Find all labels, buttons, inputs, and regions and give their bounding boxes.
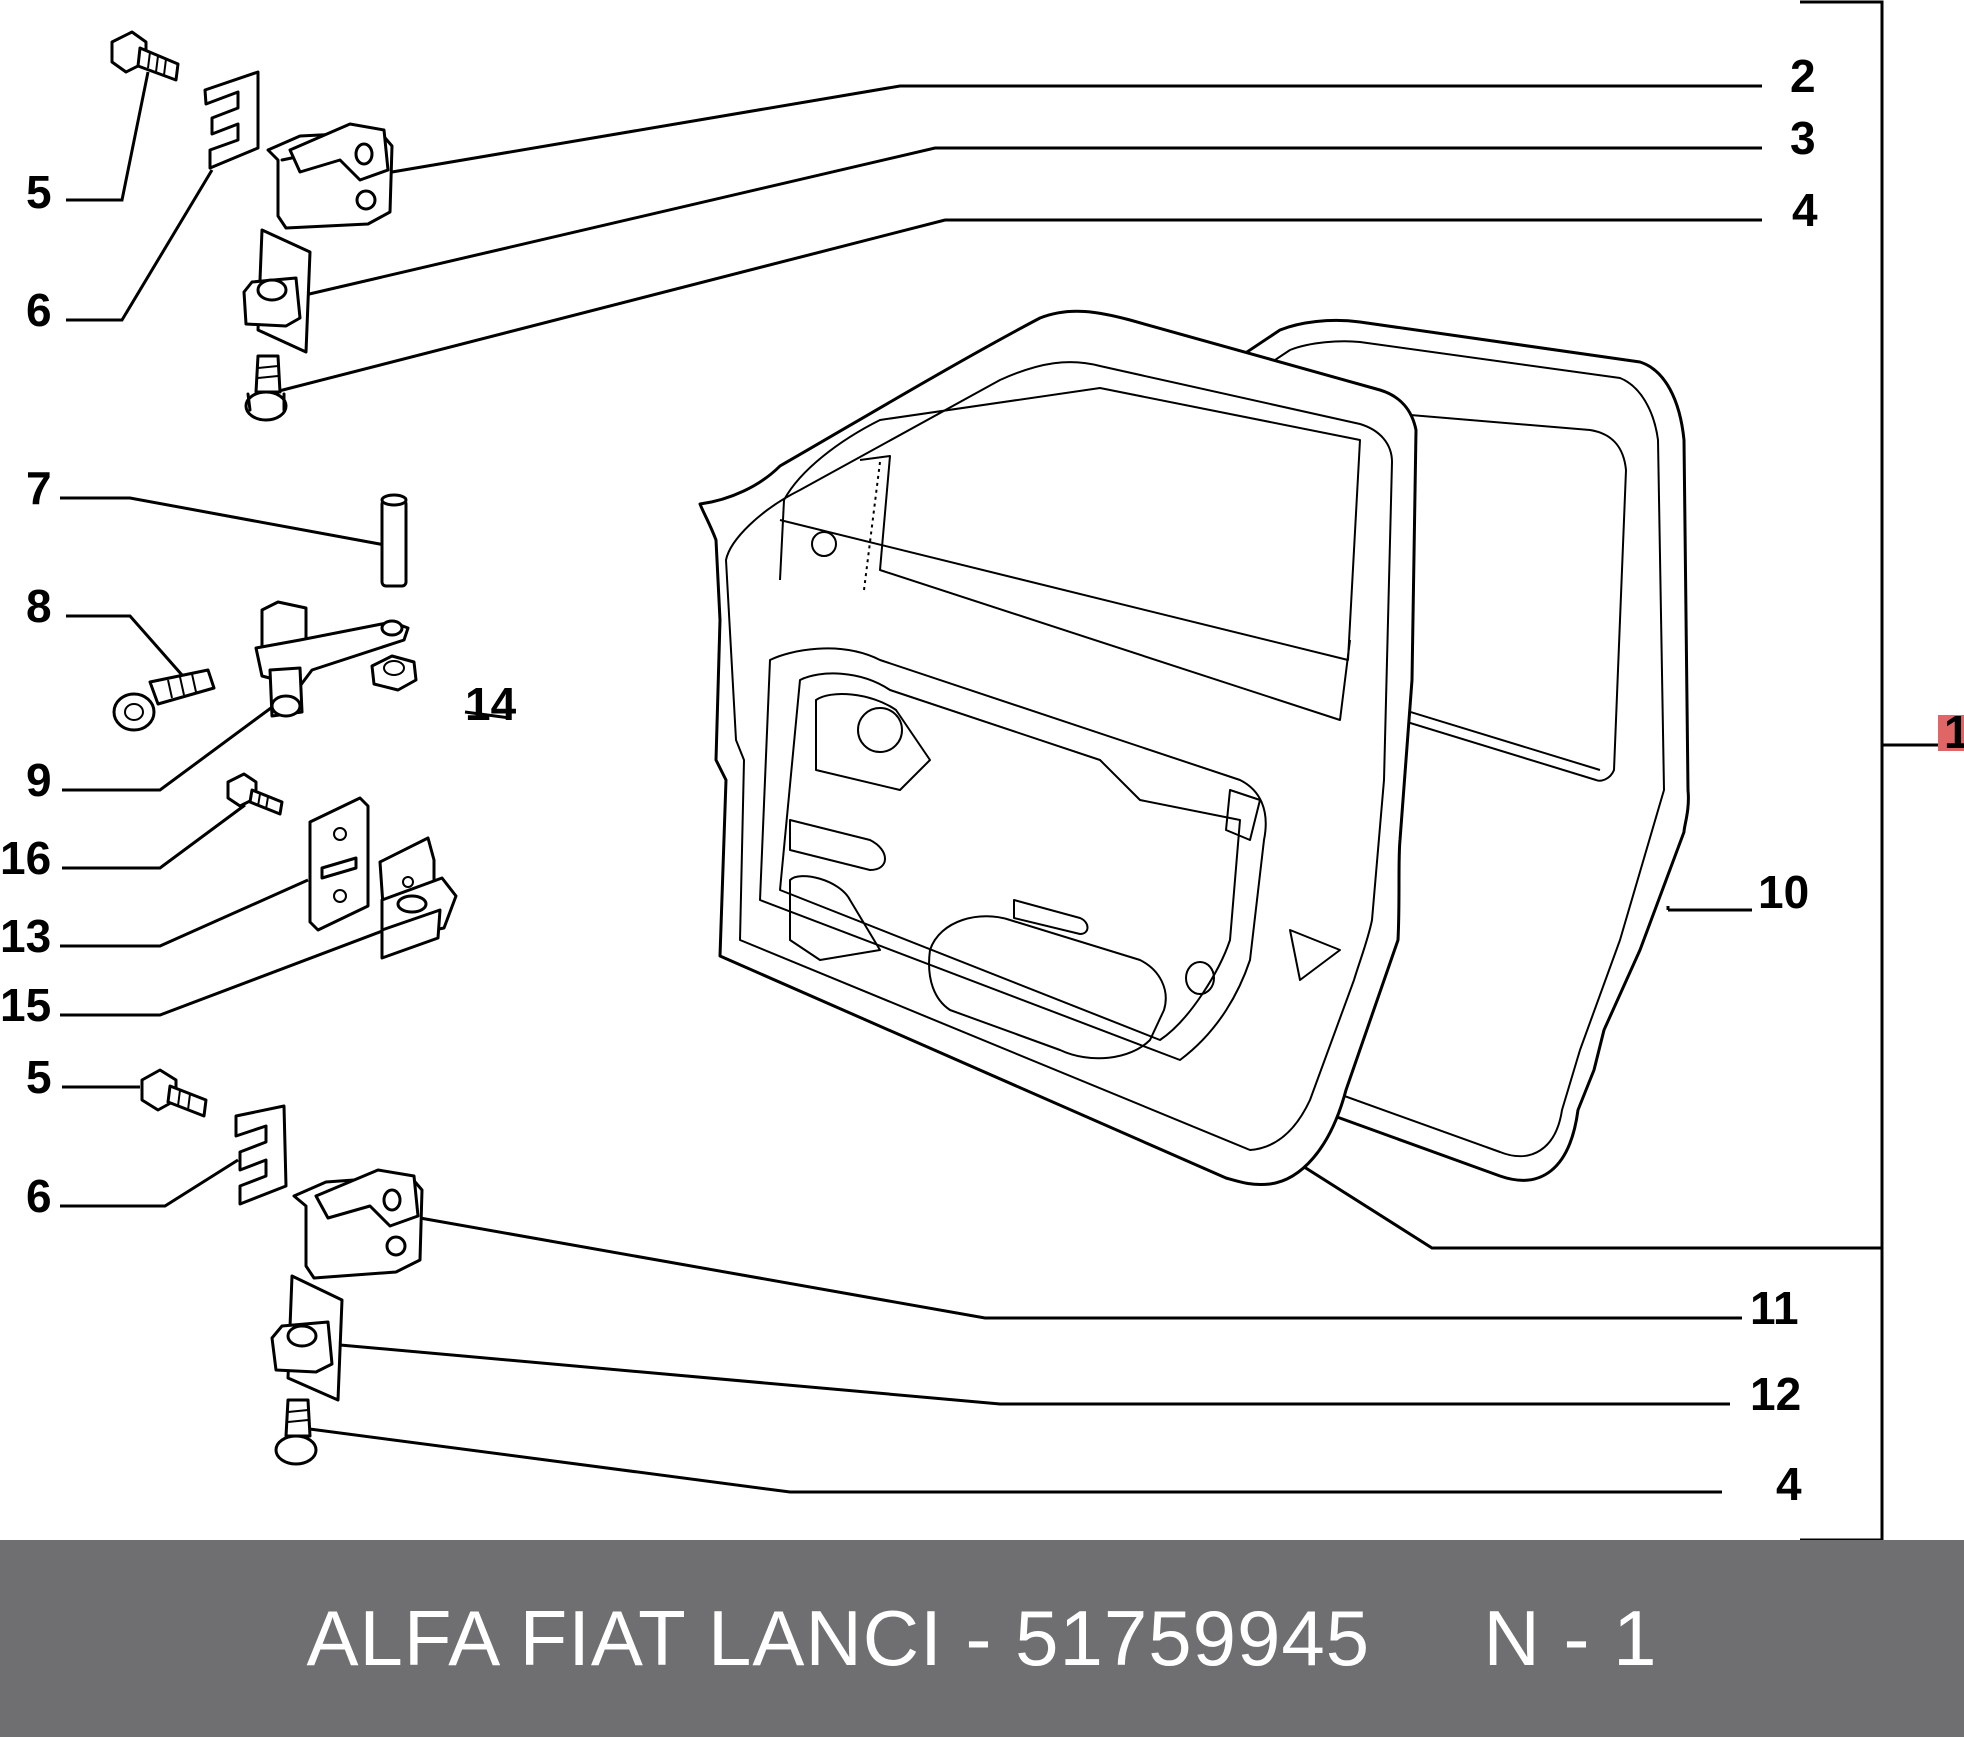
callout-13: 13: [0, 910, 51, 962]
callout-7: 7: [26, 462, 52, 514]
part-reference: ALFA FIAT LANCI - 51759945 N - 1: [306, 1593, 1657, 1684]
callout-highlight-1: [1938, 715, 1964, 751]
callout-14: 14: [465, 678, 517, 730]
callout-numbers: 5 6 7 8 9 16 13 15 5 6 14 2 3 4 10 11 12…: [0, 50, 1964, 1510]
callout-1: 1: [1944, 706, 1964, 758]
exploded-parts-diagram: 5 6 7 8 9 16 13 15 5 6 14 2 3 4 10 11 12…: [0, 0, 1964, 1540]
bolt-icon: [110, 30, 180, 82]
shim-plate-icon: [234, 1104, 288, 1206]
callout-15: 15: [0, 979, 51, 1031]
callout-3: 3: [1790, 112, 1816, 164]
door-inner-frame: [698, 309, 1418, 1186]
callout-2: 2: [1790, 50, 1816, 102]
hinge-plate-icon: [270, 1274, 344, 1402]
callout-6: 6: [26, 1170, 52, 1222]
bolt-icon: [140, 1068, 208, 1118]
callout-8: 8: [26, 580, 52, 632]
upper-hinge-group: [110, 30, 394, 422]
callout-5: 5: [26, 166, 52, 218]
striker-plate-icon: [308, 796, 370, 932]
callout-6: 6: [26, 284, 52, 336]
door-check-group: [112, 493, 458, 960]
callout-12: 12: [1750, 1368, 1801, 1420]
hex-nut-icon: [370, 654, 418, 692]
striker-bracket-icon: [378, 836, 458, 960]
door-check-strap-icon: [254, 600, 410, 718]
callout-4: 4: [1776, 1458, 1802, 1510]
callout-11: 11: [1750, 1282, 1799, 1334]
callout-10: 10: [1758, 866, 1809, 918]
callout-16: 16: [0, 832, 51, 884]
callout-4: 4: [1792, 184, 1818, 236]
callout-9: 9: [26, 754, 52, 806]
hinge-upper-half-icon: [292, 1168, 424, 1280]
hinge-plate-icon: [242, 228, 312, 354]
footer-banner: ALFA FIAT LANCI - 51759945 N - 1: [0, 1540, 1964, 1737]
callout-5: 5: [26, 1051, 52, 1103]
hinge-pin-bolt-icon: [244, 354, 288, 422]
hinge-upper-half-icon: [266, 122, 394, 230]
diagram-reference-label: N - 1: [1483, 1594, 1658, 1682]
lower-hinge-group: [140, 1068, 424, 1466]
part-number-label: ALFA FIAT LANCI - 51759945: [306, 1594, 1371, 1682]
assembly-bracket: [1800, 0, 1964, 1540]
bolt-icon: [112, 668, 216, 732]
bolt-icon: [226, 772, 284, 816]
shim-plate-icon: [203, 70, 260, 170]
leader-lines: [60, 71, 1882, 1494]
hinge-pin-bolt-icon: [274, 1398, 318, 1466]
check-pin-icon: [380, 493, 408, 588]
